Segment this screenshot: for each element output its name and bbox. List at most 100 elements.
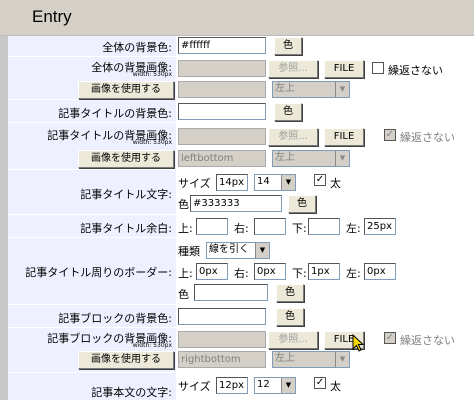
block-position-select[interactable]: 左上 ▼ [272, 351, 350, 368]
border-top-label: 上: [178, 267, 193, 280]
border-kind-select[interactable]: 線を引く ▼ [206, 242, 270, 259]
chevron-down-icon: ▼ [335, 352, 349, 367]
margin-left-label: 左: [346, 222, 361, 235]
bg-image-value-input[interactable] [178, 81, 266, 98]
title-size-select[interactable]: 14 ▼ [254, 174, 296, 191]
title-bold-checkbox[interactable]: ✓ [314, 174, 326, 186]
bg-position-select[interactable]: 左上 ▼ [272, 81, 350, 98]
border-color-button[interactable]: 色 [276, 284, 304, 302]
border-left-input[interactable]: 0px [364, 263, 396, 280]
left-bar [0, 36, 8, 400]
chevron-down-icon: ▼ [281, 378, 295, 393]
title-file-button[interactable]: FILE [324, 128, 364, 146]
border-right-label: 右: [234, 267, 249, 280]
chevron-down-icon: ▼ [281, 175, 295, 190]
bg-browse-button[interactable]: 参照... [268, 60, 318, 78]
title-color-button[interactable]: 色 [288, 195, 316, 213]
title-position-value: 左上 [275, 152, 295, 163]
label-block-bg-image: 記事ブロックの背景画像: [47, 332, 172, 345]
title-image-file-input[interactable] [178, 128, 266, 145]
section-header: Entry [0, 0, 474, 36]
title-size-label: サイズ [178, 177, 211, 190]
row-bg-image: 全体の背景画像: width: 530px 画像を使用する 参照... FILE… [8, 57, 474, 99]
bg-color-input[interactable]: #ffffff [178, 37, 266, 54]
bg-position-value: 左上 [275, 83, 295, 94]
block-use-image-button[interactable]: 画像を使用する [78, 351, 174, 369]
label-block-bg-color: 記事ブロックの背景色: [58, 312, 172, 325]
bg-no-repeat-label: 繰返さない [388, 64, 443, 77]
title-use-image-button[interactable]: 画像を使用する [78, 150, 174, 168]
row-title-margin: 記事タイトル余白: 上: 右: 下: 左: 25px [8, 215, 474, 237]
label-bg-color: 全体の背景色: [102, 41, 172, 54]
body-size-input[interactable]: 12px [216, 377, 248, 394]
block-image-value-input[interactable]: rightbottom [178, 351, 266, 368]
border-color-label: 色 [178, 288, 189, 301]
bg-no-repeat-checkbox[interactable] [372, 62, 384, 74]
block-bg-color-button[interactable]: 色 [276, 308, 304, 326]
width-note: width: 530px [132, 139, 172, 146]
chevron-down-icon: ▼ [255, 243, 269, 258]
title-image-value-input[interactable]: leftbottom [178, 150, 266, 167]
title-color-label: 色 [178, 198, 189, 211]
body-bold-label: 太 [330, 380, 341, 393]
body-size-value: 12 [257, 379, 270, 390]
label-bg-image: 全体の背景画像: [91, 61, 172, 74]
label-title-bg-color: 記事タイトルの背景色: [58, 107, 172, 120]
row-title-bg-color: 記事タイトルの背景色: 色 [8, 100, 474, 122]
title-position-select[interactable]: 左上 ▼ [272, 150, 350, 167]
label-body-text: 記事本文の文字: [91, 386, 172, 399]
label-title-margin: 記事タイトル余白: [80, 222, 172, 235]
block-browse-button[interactable]: 参照... [268, 331, 318, 349]
width-note: width: 530px [132, 71, 172, 78]
row-block-bg-color: 記事ブロックの背景色: 色 [8, 305, 474, 327]
section-title: Entry [32, 7, 72, 26]
block-bg-color-input[interactable] [178, 308, 266, 325]
margin-right-input[interactable] [254, 218, 286, 235]
margin-left-input[interactable]: 25px [364, 218, 396, 235]
chevron-down-icon: ▼ [335, 151, 349, 166]
block-image-file-input[interactable] [178, 331, 266, 348]
border-bottom-input[interactable]: 1px [308, 263, 340, 280]
border-bottom-label: 下: [292, 267, 307, 280]
block-no-repeat-label: 繰返さない [400, 334, 455, 347]
border-top-input[interactable]: 0px [196, 263, 228, 280]
margin-top-label: 上: [178, 222, 193, 235]
block-position-value: 左上 [275, 353, 295, 364]
row-body-text: 記事本文の文字: サイズ 12px 12 ▼ ✓ 太 [8, 373, 474, 400]
bg-image-file-input[interactable] [178, 60, 266, 77]
border-kind-value: 線を引く [209, 244, 249, 255]
body-size-label: サイズ [178, 380, 211, 393]
title-bg-color-input[interactable] [178, 103, 266, 120]
border-right-input[interactable]: 0px [254, 263, 286, 280]
label-title-text: 記事タイトル文字: [80, 188, 172, 201]
bg-color-button[interactable]: 色 [274, 37, 302, 55]
border-color-input[interactable] [194, 284, 268, 301]
chevron-down-icon: ▼ [335, 82, 349, 97]
mouse-cursor-icon [352, 334, 365, 352]
title-bg-color-button[interactable]: 色 [274, 103, 302, 121]
row-bg-color: 全体の背景色: #ffffff 色 [8, 36, 474, 56]
title-size-input[interactable]: 14px [216, 174, 248, 191]
row-title-border: 記事タイトル周りのボーダー: 種類 線を引く ▼ 上: 0px 右: 0px 下… [8, 238, 474, 304]
body-bold-checkbox[interactable]: ✓ [314, 377, 326, 389]
body-size-select[interactable]: 12 ▼ [254, 377, 296, 394]
block-no-repeat-checkbox[interactable]: ✓ [384, 332, 396, 344]
title-no-repeat-checkbox[interactable]: ✓ [384, 129, 396, 141]
bg-use-image-button[interactable]: 画像を使用する [78, 81, 174, 99]
row-title-bg-image: 記事タイトルの背景画像: width: 530px 画像を使用する 参照... … [8, 123, 474, 169]
margin-bottom-input[interactable] [308, 218, 340, 235]
title-color-input[interactable]: #333333 [190, 195, 282, 212]
label-title-bg-image: 記事タイトルの背景画像: [47, 129, 172, 142]
title-bold-label: 太 [330, 177, 341, 190]
title-browse-button[interactable]: 参照... [268, 128, 318, 146]
margin-bottom-label: 下: [292, 222, 307, 235]
border-left-label: 左: [346, 267, 361, 280]
row-block-bg-image: 記事ブロックの背景画像: width: 530px 画像を使用する 参照... … [8, 328, 474, 372]
title-size-value: 14 [257, 176, 270, 187]
title-no-repeat-label: 繰返さない [400, 131, 455, 144]
margin-top-input[interactable] [196, 218, 228, 235]
label-title-border: 記事タイトル周りのボーダー: [25, 266, 172, 279]
margin-right-label: 右: [234, 222, 249, 235]
bg-file-button[interactable]: FILE [324, 60, 364, 78]
width-note: width: 530px [132, 342, 172, 349]
